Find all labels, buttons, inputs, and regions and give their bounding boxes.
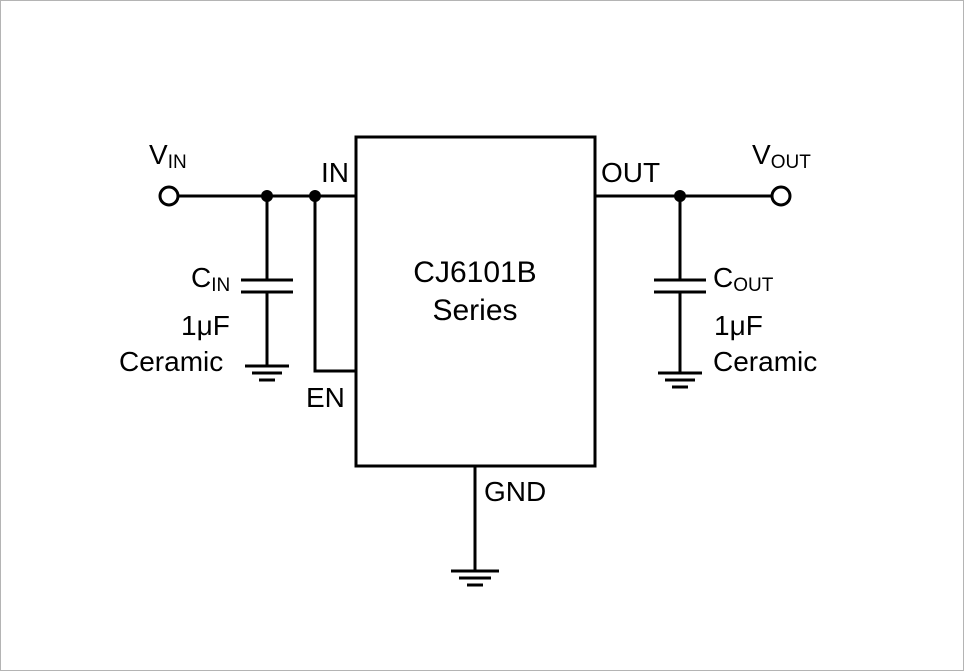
pin-label-gnd: GND	[484, 476, 547, 507]
vin-label-main: V	[149, 139, 168, 170]
vout-label: VOUT	[752, 139, 811, 173]
cin-label-sub: IN	[211, 275, 231, 296]
en-tie-wire	[313, 196, 356, 373]
chip-name: CJ6101B	[413, 256, 537, 289]
cin-value: 1μF	[181, 310, 230, 341]
cin-label: CIN	[191, 262, 230, 296]
cout-label-main: C	[713, 262, 734, 293]
pin-label-en: EN	[306, 382, 345, 413]
cout-label-sub: OUT	[733, 275, 774, 296]
junction-dot-cout	[674, 190, 686, 202]
pin-label-in: IN	[321, 157, 349, 188]
vin-label: VIN	[149, 139, 187, 173]
cin-type: Ceramic	[119, 346, 224, 377]
pin-label-out: OUT	[601, 157, 661, 188]
chip-label: CJ6101B Series	[356, 254, 594, 329]
cin-label-main: C	[191, 262, 212, 293]
vout-label-main: V	[752, 139, 771, 170]
vin-label-sub: IN	[167, 152, 187, 173]
cout-value: 1μF	[714, 310, 763, 341]
vin-terminal	[158, 185, 180, 207]
cout-label: COUT	[713, 262, 773, 296]
junction-dot-cin	[261, 190, 273, 202]
junction-dot-en	[309, 190, 321, 202]
cout-type: Ceramic	[713, 346, 818, 377]
vout-terminal	[770, 185, 792, 207]
chip-series: Series	[432, 293, 518, 327]
vout-label-sub: OUT	[770, 152, 811, 173]
